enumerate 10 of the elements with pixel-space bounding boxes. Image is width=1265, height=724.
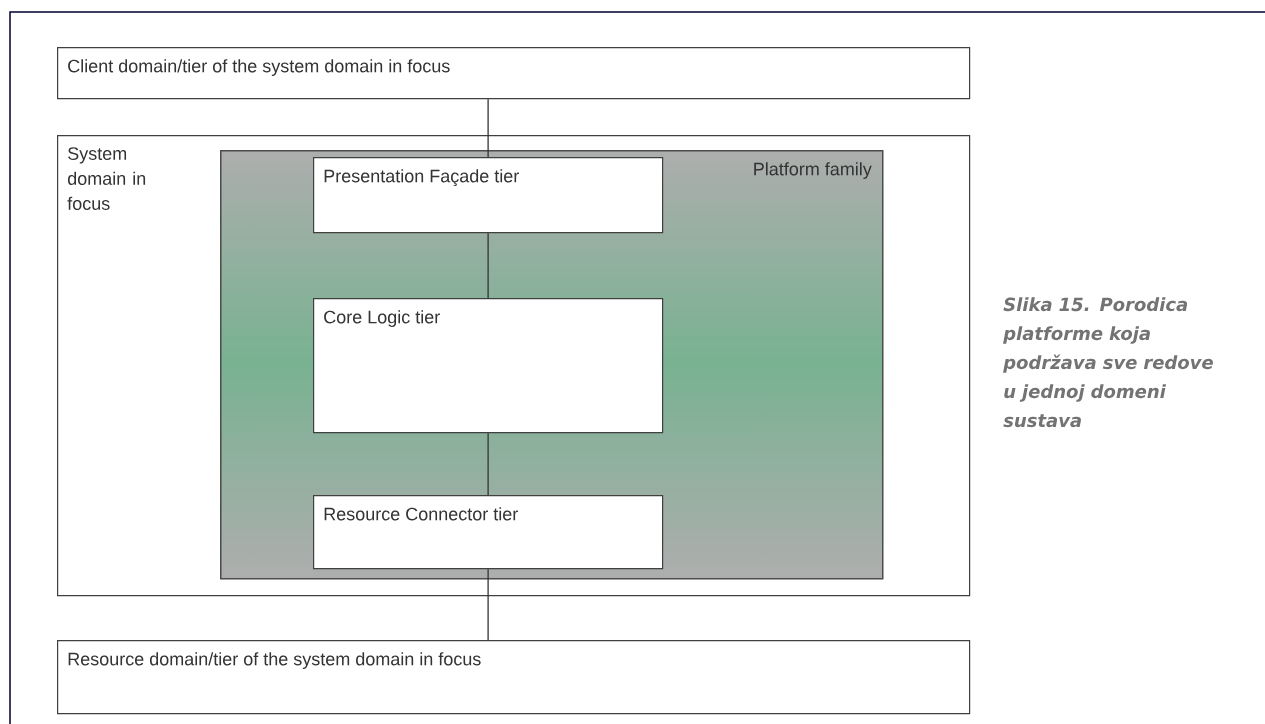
tier-box: Client domain/tier of the system domain in focus [57,47,971,100]
tier-box: Presentation Façade tier [313,157,664,234]
connector-line [487,98,489,158]
connector-line [487,232,489,299]
connector-line [487,432,489,496]
caption: Slika 15. Porodica platforme koja podržava sve redove u jednoj domeni sustava [1003,297,1213,428]
tier-box: Resource Connector tier [313,495,664,570]
connector-line [487,568,489,641]
tier-box: Core Logic tier [313,298,664,434]
tier-box: Resource domain/tier of the system domain in focus [57,640,971,715]
